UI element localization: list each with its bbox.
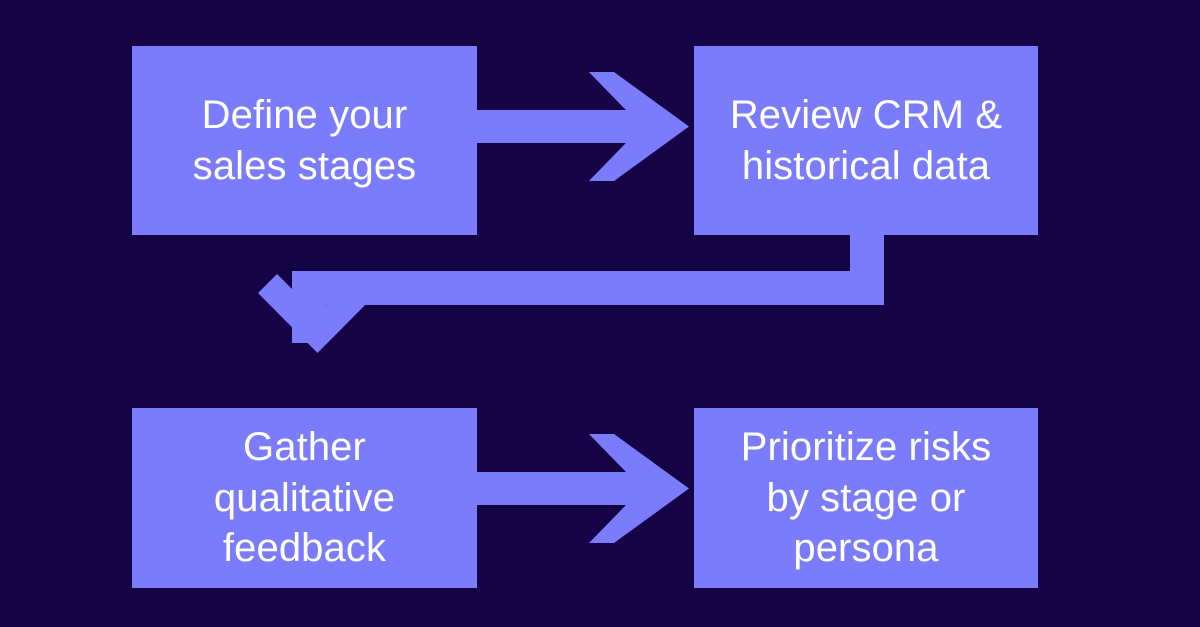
flow-node-review-crm-and-historical-data[interactable]: Review CRM & historical data [694,46,1038,235]
flow-node-define-your-sales-stages[interactable]: Define your sales stages [132,46,477,235]
arrow-right-icon-gather-to-prioritize [477,434,689,543]
flow-node-prioritize-risks-by-stage-or-persona[interactable]: Prioritize risks by stage or persona [694,408,1038,588]
flow-node-label: Prioritize risks by stage or persona [740,425,992,571]
flow-node-label: Gather qualitative feedback [213,425,396,571]
arrow-right-icon-define-to-review [477,72,689,181]
arrow-down-elbow-icon-review-to-gather [258,235,884,353]
flow-node-label: Define your sales stages [192,93,417,188]
flow-node-gather-qualitative-feedback[interactable]: Gather qualitative feedback [132,408,477,588]
flow-node-label: Review CRM & historical data [729,93,1003,188]
